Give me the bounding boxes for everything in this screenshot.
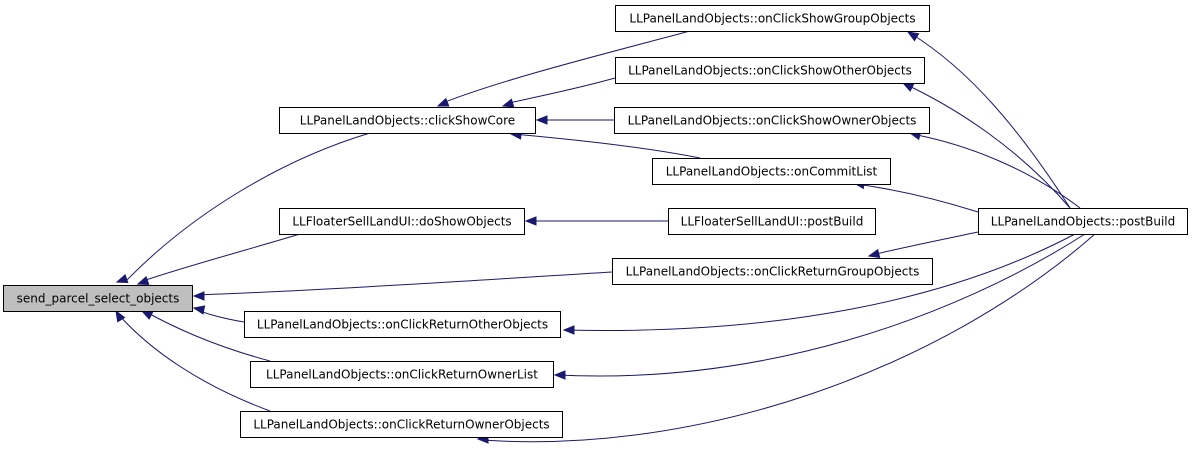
edge-showGroup-to-clickShowCore <box>436 30 691 107</box>
edge-line <box>556 233 1086 377</box>
edge-sellPost-to-doShow <box>524 216 668 226</box>
edge-doShow-to-send <box>136 233 301 286</box>
node-label: LLPanelLandObjects::onClickReturnOtherOb… <box>257 318 548 332</box>
node-label: LLPanelLandObjects::onClickShowOtherObje… <box>628 64 912 78</box>
arrowhead-icon <box>535 115 548 125</box>
node-label: LLPanelLandObjects::onClickReturnOwnerLi… <box>266 368 538 382</box>
node-retGroup[interactable]: LLPanelLandObjects::onClickReturnGroupOb… <box>612 258 933 285</box>
arrowhead-icon <box>906 31 920 42</box>
node-label: LLFloaterSellLandUI::postBuild <box>681 215 864 229</box>
node-doShow[interactable]: LLFloaterSellLandUI::doShowObjects <box>279 208 525 235</box>
edge-line <box>565 233 1076 331</box>
node-showGroup[interactable]: LLPanelLandObjects::onClickShowGroupObje… <box>615 5 930 32</box>
node-box <box>250 361 554 388</box>
node-label: LLPanelLandObjects::onCommitList <box>666 165 878 179</box>
arrowhead-icon <box>553 370 566 380</box>
node-box <box>279 208 525 235</box>
edge-line <box>504 77 616 105</box>
node-panelPost[interactable]: LLPanelLandObjects::postBuild <box>978 208 1188 235</box>
edge-retOwnerObj-to-send <box>115 309 271 412</box>
edge-panelPost-to-retGroup <box>867 231 979 259</box>
node-retOther[interactable]: LLPanelLandObjects::onClickReturnOtherOb… <box>244 311 561 338</box>
node-label: LLPanelLandObjects::onClickShowGroupObje… <box>629 12 915 26</box>
arrowhead-icon <box>115 309 126 323</box>
edges-layer <box>115 30 1096 444</box>
edge-line <box>139 233 301 283</box>
arrowhead-icon <box>562 325 575 335</box>
node-label: LLPanelLandObjects::onClickReturnOwnerOb… <box>253 418 549 432</box>
edge-panelPost-to-showGroup <box>906 31 1071 209</box>
node-sellPost[interactable]: LLFloaterSellLandUI::postBuild <box>668 208 876 235</box>
node-box <box>614 107 930 134</box>
edge-retGroup-to-send <box>192 271 613 301</box>
edge-line <box>512 133 701 159</box>
edge-line <box>871 231 979 256</box>
edge-line <box>481 233 1096 443</box>
node-box <box>668 208 876 235</box>
node-label: send_parcel_select_objects <box>17 292 180 306</box>
edge-clickShowCore-to-send <box>115 132 371 284</box>
edge-panelPost-to-commit <box>852 179 979 213</box>
edge-showOther-to-clickShowCore <box>501 77 616 108</box>
node-showOwner[interactable]: LLPanelLandObjects::onClickShowOwnerObje… <box>614 107 930 134</box>
node-showOther[interactable]: LLPanelLandObjects::onClickShowOtherObje… <box>615 57 925 84</box>
edge-line <box>911 133 1081 209</box>
node-label: LLFloaterSellLandUI::doShowObjects <box>292 215 511 229</box>
node-label: LLPanelLandObjects::onClickReturnGroupOb… <box>626 265 920 279</box>
arrowhead-icon <box>901 82 915 92</box>
edge-panelPost-to-showOther <box>901 82 1071 209</box>
node-send[interactable]: send_parcel_select_objects <box>3 285 193 312</box>
edge-panelPost-to-showOwner <box>908 130 1081 209</box>
node-label: LLPanelLandObjects::onClickShowOwnerObje… <box>628 114 917 128</box>
edge-line <box>904 83 1071 209</box>
edge-line <box>909 32 1071 209</box>
arrowhead-icon <box>140 310 154 320</box>
node-label: LLPanelLandObjects::clickShowCore <box>300 114 515 128</box>
node-box <box>615 5 930 32</box>
arrowhead-icon <box>192 305 206 315</box>
edge-line <box>117 313 271 412</box>
node-box <box>279 107 536 134</box>
node-box <box>615 57 925 84</box>
node-retOwnerObj[interactable]: LLPanelLandObjects::onClickReturnOwnerOb… <box>240 411 563 438</box>
edge-commit-to-clickShowCore <box>509 130 701 159</box>
edge-line <box>855 183 979 213</box>
edge-line <box>124 132 371 283</box>
node-retOwnerList[interactable]: LLPanelLandObjects::onClickReturnOwnerLi… <box>250 361 554 388</box>
arrowhead-icon <box>501 98 515 108</box>
arrowhead-icon <box>524 216 537 226</box>
node-box <box>978 208 1188 235</box>
arrowhead-icon <box>115 274 129 284</box>
node-label: LLPanelLandObjects::postBuild <box>991 215 1175 229</box>
arrowhead-icon <box>192 291 205 301</box>
edge-retOther-to-send <box>192 305 245 323</box>
edge-line <box>145 311 271 362</box>
node-box <box>3 285 193 312</box>
edge-panelPost-to-retOwnerList <box>553 233 1086 380</box>
arrowhead-icon <box>436 97 450 107</box>
nodes-layer: send_parcel_select_objectsLLPanelLandObj… <box>3 5 1188 438</box>
arrowhead-icon <box>867 248 881 259</box>
edge-showOwner-to-clickShowCore <box>535 115 614 125</box>
arrowhead-icon <box>136 276 150 286</box>
edge-line <box>195 271 613 296</box>
node-commit[interactable]: LLPanelLandObjects::onCommitList <box>652 158 891 185</box>
edge-line <box>439 30 691 105</box>
node-clickShowCore[interactable]: LLPanelLandObjects::clickShowCore <box>279 107 536 134</box>
node-box <box>240 411 563 438</box>
node-box <box>612 258 933 285</box>
node-box <box>652 158 891 185</box>
node-box <box>244 311 561 338</box>
edge-panelPost-to-retOther <box>562 233 1076 335</box>
